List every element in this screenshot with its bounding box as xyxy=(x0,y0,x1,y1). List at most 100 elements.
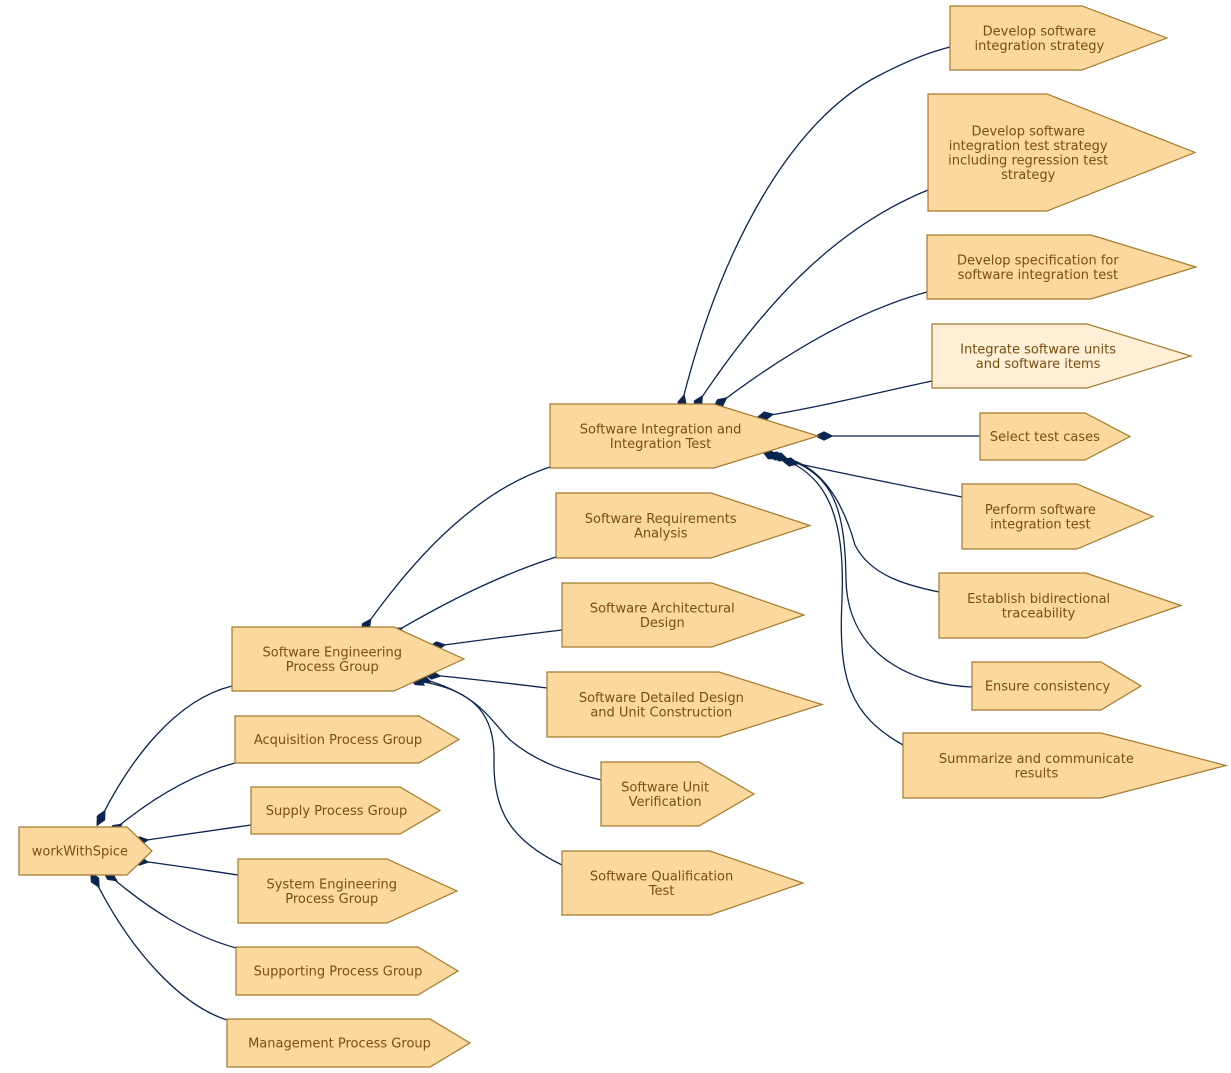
node-label-line: traceability xyxy=(1002,606,1076,621)
node-label-line: Software Integration and xyxy=(580,422,742,437)
activity-shape xyxy=(949,5,1169,71)
edge-line xyxy=(365,466,551,627)
edge-line xyxy=(779,456,940,593)
node-label-line: Integrate software units xyxy=(960,342,1116,357)
activity-shape xyxy=(961,483,1155,550)
node-label-line: Design xyxy=(640,616,685,631)
edge-swint-t8 xyxy=(767,451,973,688)
node-sup[interactable]: Supply Process Group xyxy=(250,786,442,835)
node-label-line: Integration Test xyxy=(610,437,711,452)
edge-line xyxy=(114,762,236,830)
activity-shape xyxy=(926,234,1199,300)
node-label-line: including regression test xyxy=(948,153,1108,168)
node-t8[interactable]: Ensure consistency xyxy=(971,661,1143,711)
node-label-line: Ensure consistency xyxy=(985,680,1111,695)
activity-shape xyxy=(938,572,1183,639)
edge-root-supp xyxy=(102,870,237,949)
node-label-line: integration strategy xyxy=(974,39,1104,54)
node-acq[interactable]: Acquisition Process Group xyxy=(234,715,461,764)
node-label-line: Develop software xyxy=(971,124,1084,139)
edge-seng-swarch xyxy=(427,629,563,651)
edge-line xyxy=(775,455,973,688)
node-label-line: strategy xyxy=(1001,168,1056,183)
edge-line xyxy=(139,824,252,842)
edges xyxy=(90,46,980,1021)
node-label-line: Develop specification for xyxy=(957,253,1119,268)
activity-shape xyxy=(979,412,1132,461)
node-label-line: integration test strategy xyxy=(949,139,1108,154)
node-label-line: Perform software xyxy=(985,503,1096,518)
activity-shape xyxy=(18,826,153,876)
node-label-line: Summarize and communicate xyxy=(939,752,1134,767)
activity-shape xyxy=(555,492,812,559)
node-mgmt[interactable]: Management Process Group xyxy=(226,1018,472,1068)
node-label-line: Software Qualification xyxy=(590,869,733,884)
node-label-line: software integration test xyxy=(958,268,1118,283)
edge-seng-swqual xyxy=(408,676,563,866)
node-label-line: Acquisition Process Group xyxy=(254,733,422,748)
node-label-line: Establish bidirectional xyxy=(967,592,1110,607)
edge-line xyxy=(416,680,563,866)
node-root[interactable]: workWithSpice xyxy=(18,826,153,876)
activity-shape xyxy=(546,671,824,738)
activity-shape xyxy=(902,732,1229,799)
node-label-line: and Unit Construction xyxy=(590,705,732,720)
activity-shape xyxy=(600,761,756,827)
edge-swint-t3 xyxy=(712,291,928,409)
edge-line xyxy=(139,860,239,876)
edge-root-syseng xyxy=(130,856,239,876)
composition-diamond-icon xyxy=(814,431,834,441)
node-label-line: Develop software xyxy=(983,24,1096,39)
activity-shape xyxy=(561,582,806,648)
edge-swint-t1 xyxy=(677,46,951,413)
edge-swint-t5 xyxy=(814,431,980,441)
edge-line xyxy=(697,189,929,404)
edge-line xyxy=(789,461,963,498)
edge-swint-t2 xyxy=(692,189,929,412)
activity-shape xyxy=(931,323,1194,389)
composition-diamond-icon xyxy=(90,871,100,889)
activity-shape xyxy=(226,1018,472,1068)
node-label-line: Software Engineering xyxy=(263,645,402,660)
edge-seng-swint xyxy=(360,466,551,634)
node-label-line: Test xyxy=(648,884,675,899)
node-t5[interactable]: Select test cases xyxy=(979,412,1132,461)
edge-line xyxy=(94,879,228,1021)
activity-shape xyxy=(231,626,466,692)
edge-line xyxy=(394,556,557,633)
edge-line xyxy=(431,674,548,689)
edge-line xyxy=(764,380,933,417)
node-label-line: results xyxy=(1015,766,1059,781)
activity-shape xyxy=(971,661,1143,711)
activity-shape xyxy=(561,850,805,916)
edge-line xyxy=(769,454,904,746)
node-label-line: Supporting Process Group xyxy=(254,965,423,980)
composition-diamond-icon xyxy=(96,809,106,827)
node-label-line: Process Group xyxy=(286,660,379,675)
edge-line xyxy=(681,46,951,404)
node-label-line: Select test cases xyxy=(990,430,1100,445)
activity-shape xyxy=(237,858,459,924)
edge-seng-swreq xyxy=(386,556,557,637)
node-label-line: Analysis xyxy=(634,526,688,541)
node-label-line: Management Process Group xyxy=(248,1037,431,1052)
node-label-line: Software Unit xyxy=(621,780,709,795)
node-supp[interactable]: Supporting Process Group xyxy=(235,946,460,996)
node-label-line: System Engineering xyxy=(266,877,397,892)
